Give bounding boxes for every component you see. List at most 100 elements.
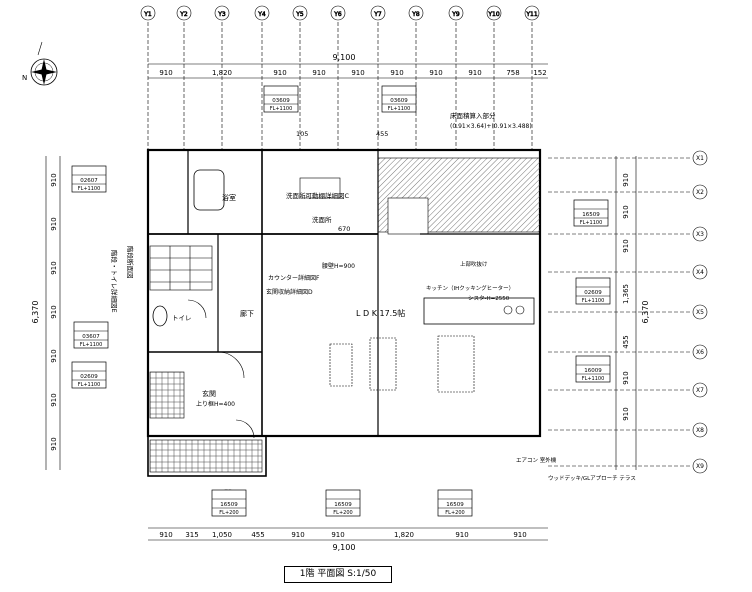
- grid-bubble-label: X8: [696, 427, 704, 434]
- window-spec: FL+1100: [78, 382, 101, 388]
- window-code: 16509: [582, 212, 600, 218]
- porch-floor: [149, 439, 263, 473]
- bottom-span-label: 1,050: [212, 531, 232, 539]
- drawing-caption: 1階 平面図 S:1/50: [284, 566, 392, 583]
- grid-bubble-label: Y4: [257, 11, 266, 18]
- grid-bubble-label: Y8: [411, 11, 420, 18]
- window-spec: FL+1100: [580, 220, 603, 226]
- grid-bubble-label: Y11: [525, 11, 537, 18]
- room-entrance: 玄関: [202, 389, 216, 398]
- kitchen-note: キッチン（IHクッキングヒーター）: [426, 284, 514, 292]
- window-code: 16009: [584, 368, 602, 374]
- bottom-span-label: 910: [159, 531, 172, 539]
- right-span-label: 455: [622, 335, 630, 348]
- door-swings: [187, 299, 255, 439]
- right-span-label: 910: [622, 239, 630, 252]
- grid-bubble-label: Y6: [333, 11, 342, 18]
- counter-detail: カウンター詳細図F: [268, 274, 320, 282]
- right-span-label: 910: [622, 205, 630, 218]
- window-code: 16509: [334, 502, 352, 508]
- bottom-span-label: 910: [455, 531, 468, 539]
- cooktop-icon: [515, 305, 525, 315]
- bathtub: [193, 169, 225, 211]
- storage-detail: 玄関収納詳細図D: [266, 288, 313, 296]
- left-span-label: 910: [50, 173, 58, 186]
- dining-tables: [329, 335, 475, 393]
- kitchen-height: シスタ-H=2550: [468, 294, 510, 302]
- top-total-dimension: 9,100: [333, 53, 356, 62]
- bottom-span-label: 315: [185, 531, 198, 539]
- grid-bubble-label: Y7: [373, 11, 382, 18]
- window-code: 02607: [80, 178, 98, 184]
- cooktop-icon: [503, 305, 513, 315]
- window-tags: 03609FL+110003609FL+110002607FL+11000360…: [71, 85, 611, 517]
- window-spec: FL+200: [219, 510, 238, 516]
- interior-walls: [148, 150, 540, 436]
- window-code: 02609: [584, 290, 602, 296]
- left-span-label: 910: [50, 349, 58, 362]
- grid-bubble-label: Y10: [487, 11, 499, 18]
- room-ldk: L D K 17.5帖: [356, 308, 405, 318]
- exterior-walls: [146, 148, 542, 477]
- window-code: 02609: [80, 374, 98, 380]
- grid-bubble-label: Y3: [217, 11, 226, 18]
- north-label: N: [22, 74, 27, 82]
- left-span-label: 910: [50, 437, 58, 450]
- right-span-label: 1,365: [622, 284, 630, 304]
- top-span-label: 910: [351, 69, 364, 77]
- window-spec: FL+1100: [80, 342, 103, 348]
- top-span-label: 910: [312, 69, 325, 77]
- bottom-span-label: 455: [251, 531, 264, 539]
- top-span-label: 910: [429, 69, 442, 77]
- right-span-label: 910: [622, 371, 630, 384]
- window-code: 03609: [272, 98, 290, 104]
- window-code: 03609: [390, 98, 408, 104]
- window-spec: FL+200: [445, 510, 464, 516]
- right-span-label: 910: [622, 407, 630, 420]
- top-span-label: 758: [506, 69, 519, 77]
- window-code: 16509: [446, 502, 464, 508]
- grid-bubble-label: X1: [696, 155, 704, 162]
- window-spec: FL+200: [333, 510, 352, 516]
- window-spec: FL+1100: [582, 298, 605, 304]
- kitchen-counter: [423, 297, 535, 325]
- left-span-label: 910: [50, 393, 58, 406]
- dim-670: 670: [338, 225, 350, 233]
- grid-bubble-label: X5: [696, 309, 704, 316]
- toilet-detail-note: 階段・トイレ詳細図E: [110, 250, 119, 313]
- window-spec: FL+1100: [388, 106, 411, 112]
- bottom-span-label: 910: [331, 531, 344, 539]
- right-span-labels: 910 910 910 1,365 455 910 910: [622, 173, 630, 420]
- top-span-label: 152: [533, 69, 546, 77]
- grid-bubble-label: X9: [696, 463, 704, 470]
- bottom-total-dimension: 9,100: [333, 543, 356, 552]
- top-span-label: 910: [390, 69, 403, 77]
- right-span-label: 910: [622, 173, 630, 186]
- grid-bubble-label: Y2: [179, 11, 188, 18]
- staircase: [149, 245, 213, 291]
- bottom-span-label: 910: [291, 531, 304, 539]
- wall-height: 腰壁H=900: [322, 262, 355, 270]
- grid-bubble-label: X7: [696, 387, 704, 394]
- top-span-label: 1,820: [212, 69, 232, 77]
- grid-bubble-label: Y1: [143, 11, 152, 18]
- washbasin: [299, 177, 341, 199]
- top-span-label: 910: [159, 69, 172, 77]
- stair-landing: [387, 197, 429, 235]
